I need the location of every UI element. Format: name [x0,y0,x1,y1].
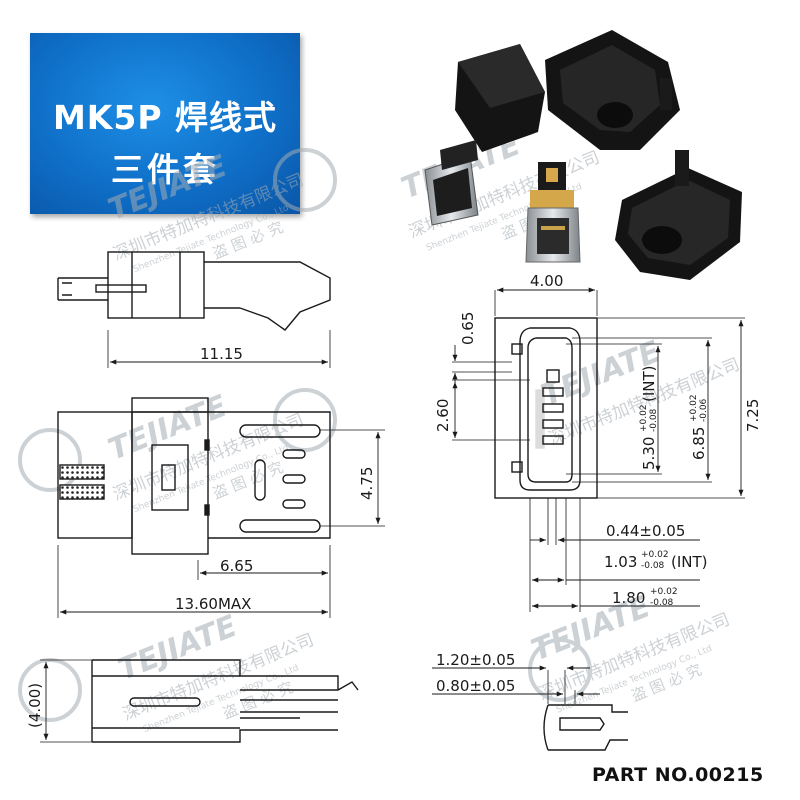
banner-title: MK5P 焊线式 [52,98,278,137]
svg-text:+0.02: +0.02 [689,394,699,422]
top-view [57,397,385,555]
svg-text:-0.08: -0.08 [649,408,659,432]
dim-4-00-width: 4.00 [530,272,563,290]
svg-text:6.85: 6.85 [690,427,708,460]
dim-7-25: 7.25 [744,399,762,432]
photo-metal-plug [525,162,581,263]
dim-4-00-thickness: (4.00) [26,683,44,728]
svg-text:+0.02: +0.02 [641,550,669,560]
product-photos [424,30,742,280]
dim-4-75: 4.75 [358,467,376,500]
photo-assembled-plug [424,44,545,226]
technical-drawings [40,251,745,751]
svg-text:+0.02: +0.02 [639,404,649,432]
photo-top-cap [545,30,680,150]
svg-text:1.03: 1.03 [604,553,637,571]
dim-2-60: 2.60 [434,399,452,432]
svg-text:-0.06: -0.06 [699,398,709,422]
dim-13-60: 13.60MAX [175,595,251,613]
dim-11-15: 11.15 [200,345,243,363]
banner-subtitle: 三件套 [111,150,219,189]
dim-0-65: 0.65 [459,312,477,345]
svg-text:(INT): (INT) [640,365,658,402]
dim-6-85: 6.85 +0.02 -0.06 [689,394,709,460]
svg-text:-0.08: -0.08 [650,598,674,608]
photo-bottom-cap [615,150,742,280]
dim-6-65: 6.65 [220,557,253,575]
part-number: PART NO.00215 [592,764,764,786]
side-view [57,251,331,368]
svg-text:(INT): (INT) [671,553,708,571]
dim-1-03: 1.03 +0.02 -0.08 (INT) [604,550,708,571]
bottom-side-view [40,659,359,743]
detail-section [543,670,628,751]
svg-text:5.30: 5.30 [640,437,658,470]
dim-0-44: 0.44±0.05 [606,522,685,540]
dim-5-30: 5.30 +0.02 -0.08 (INT) [639,365,659,470]
watermark-1: TEJIATE 深圳市特加特科技有限公司 Shenzhen Tejiate Te… [103,148,306,275]
dim-0-80: 0.80±0.05 [436,677,515,695]
svg-text:-0.08: -0.08 [641,561,665,571]
dim-1-80: 1.80 +0.02 -0.08 [612,587,678,608]
title-banner: MK5P 焊线式 三件套 [30,33,300,214]
svg-text:1.80: 1.80 [612,589,645,607]
dimension-labels: 11.15 6.65 13.60MAX 4.75 (4.00) 4.00 0.6… [26,272,762,728]
dim-1-20: 1.20±0.05 [436,651,515,669]
svg-text:+0.02: +0.02 [650,587,678,597]
front-view [452,290,745,612]
